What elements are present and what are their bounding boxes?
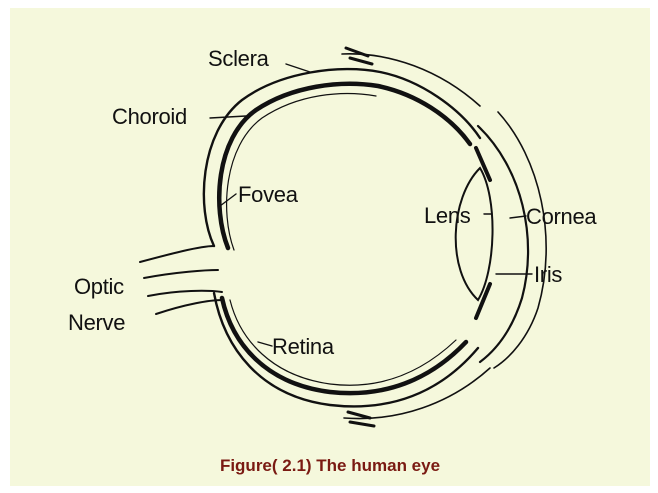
label-cornea: Cornea: [526, 206, 596, 228]
eye-diagram: [10, 8, 650, 486]
figure-panel: Sclera Choroid Fovea Lens Cornea Iris Op…: [10, 8, 650, 486]
label-retina: Retina: [272, 336, 334, 358]
lens-shape: [456, 168, 493, 300]
label-optic: Optic: [74, 276, 124, 298]
sclera-outline-lower: [214, 293, 478, 406]
label-nerve: Nerve: [68, 312, 125, 334]
leader-retina: [258, 342, 272, 346]
leader-sclera: [286, 64, 310, 72]
label-lens: Lens: [424, 205, 471, 227]
leader-cornea: [510, 216, 526, 218]
leader-choroid: [210, 116, 246, 118]
label-choroid: Choroid: [112, 106, 187, 128]
label-iris: Iris: [534, 264, 562, 286]
cornea-outline: [478, 126, 528, 362]
label-fovea: Fovea: [238, 184, 298, 206]
optic-nerve: [140, 246, 214, 262]
retina-band: [222, 298, 466, 393]
figure-caption: Figure( 2.1) The human eye: [10, 456, 650, 476]
label-sclera: Sclera: [208, 48, 269, 70]
leader-fovea: [220, 194, 236, 206]
